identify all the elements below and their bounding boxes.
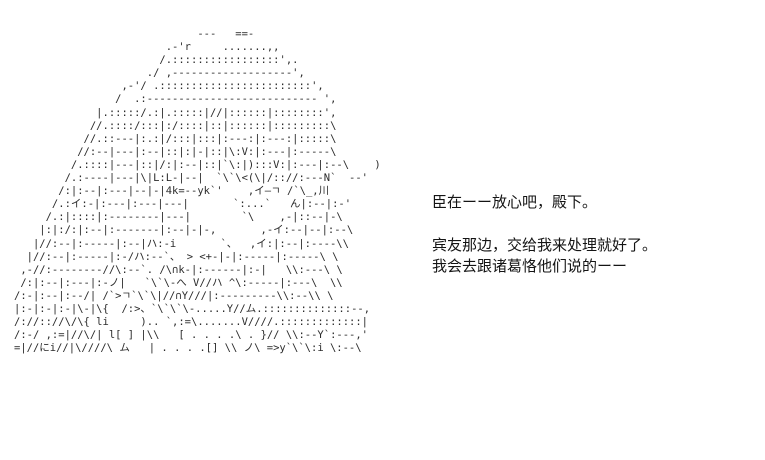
dialogue-line: 我会去跟诸葛恪他们说的ーー xyxy=(432,257,628,275)
dialogue-line: 宾友那边，交给我来处理就好了。 xyxy=(432,236,658,254)
dialogue-paragraph-1: 臣在ーー放心吧，殿下。 xyxy=(432,192,732,213)
dialogue-line: 臣在ーー放心吧，殿下。 xyxy=(432,193,598,211)
dialogue-paragraph-2: 宾友那边，交给我来处理就好了。 我会去跟诸葛恪他们说的ーー xyxy=(432,235,732,277)
character-dialogue: 臣在ーー放心吧，殿下。 宾友那边，交给我来处理就好了。 我会去跟诸葛恪他们说的ー… xyxy=(432,192,732,277)
character-portrait-ascii-art: --- ==- .-'r .......,, /.:::::::::::::::… xyxy=(14,28,381,355)
